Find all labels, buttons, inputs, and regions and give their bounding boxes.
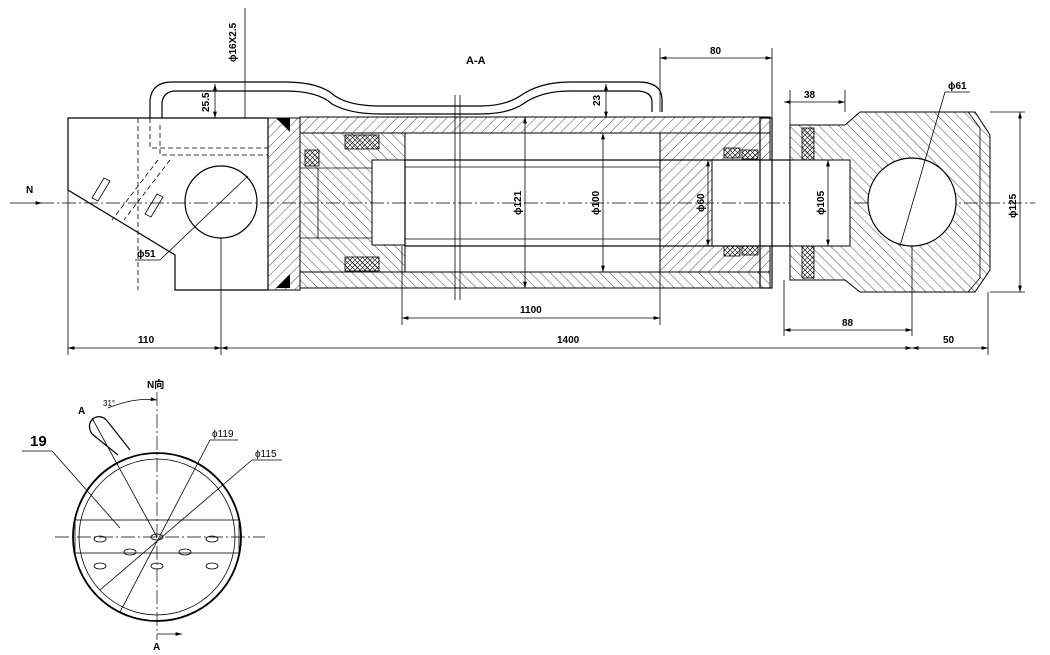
dia-60-label: ϕ60 (696, 193, 707, 212)
stroke-1100-label: 1100 (520, 305, 542, 316)
bolt-holes (93, 533, 219, 570)
len-110-label: 110 (138, 335, 155, 346)
dia-100-label: ϕ100 (591, 190, 602, 215)
tube-rise-left-label: 25.5 (201, 92, 212, 112)
eye-61-label: ϕ61 (948, 81, 967, 92)
tube-rise-right-label: 23 (592, 94, 603, 106)
rear-head (67, 117, 301, 291)
piston (299, 132, 406, 273)
dia-121-label: ϕ121 (513, 190, 524, 215)
mounting-plate (74, 519, 240, 554)
end-119-label: ϕ119 (212, 429, 234, 440)
view-direction-label: N (26, 185, 33, 196)
len-50-label: 50 (943, 335, 955, 346)
section-mark-bottom: A (153, 642, 160, 653)
dia-125-label: ϕ125 (1008, 193, 1019, 218)
section-mark-top: A (78, 406, 85, 417)
part-number-label: 19 (30, 433, 47, 450)
gland (659, 117, 773, 289)
oil-pipe (149, 81, 663, 118)
angle-label: 31° (103, 399, 115, 408)
port-thread-label: ϕ16X2.5 (228, 22, 239, 62)
rod-eye (789, 111, 991, 293)
end-view-outer-circle (72, 452, 242, 622)
end-view: N向 31° A A ϕ119 ϕ115 (22, 378, 282, 653)
cylinder-barrel (276, 95, 771, 300)
dim-88-label: 88 (842, 318, 854, 329)
pin-51-label: ϕ51 (137, 249, 156, 260)
section-title: A-A (466, 55, 486, 67)
main-dimensions: ϕ16X2.5 25.5 23 A-A 80 38 ϕ61 ϕ121 ϕ100 … (10, 8, 1025, 355)
len-1400-label: 1400 (557, 335, 580, 346)
grease-nipple (91, 177, 164, 218)
dim-80-label: 80 (710, 46, 722, 57)
view-n-title: N向 (147, 378, 164, 391)
end-115-label: ϕ115 (255, 449, 277, 460)
dia-105-label: ϕ105 (816, 190, 827, 215)
dim-38-label: 38 (804, 90, 816, 101)
